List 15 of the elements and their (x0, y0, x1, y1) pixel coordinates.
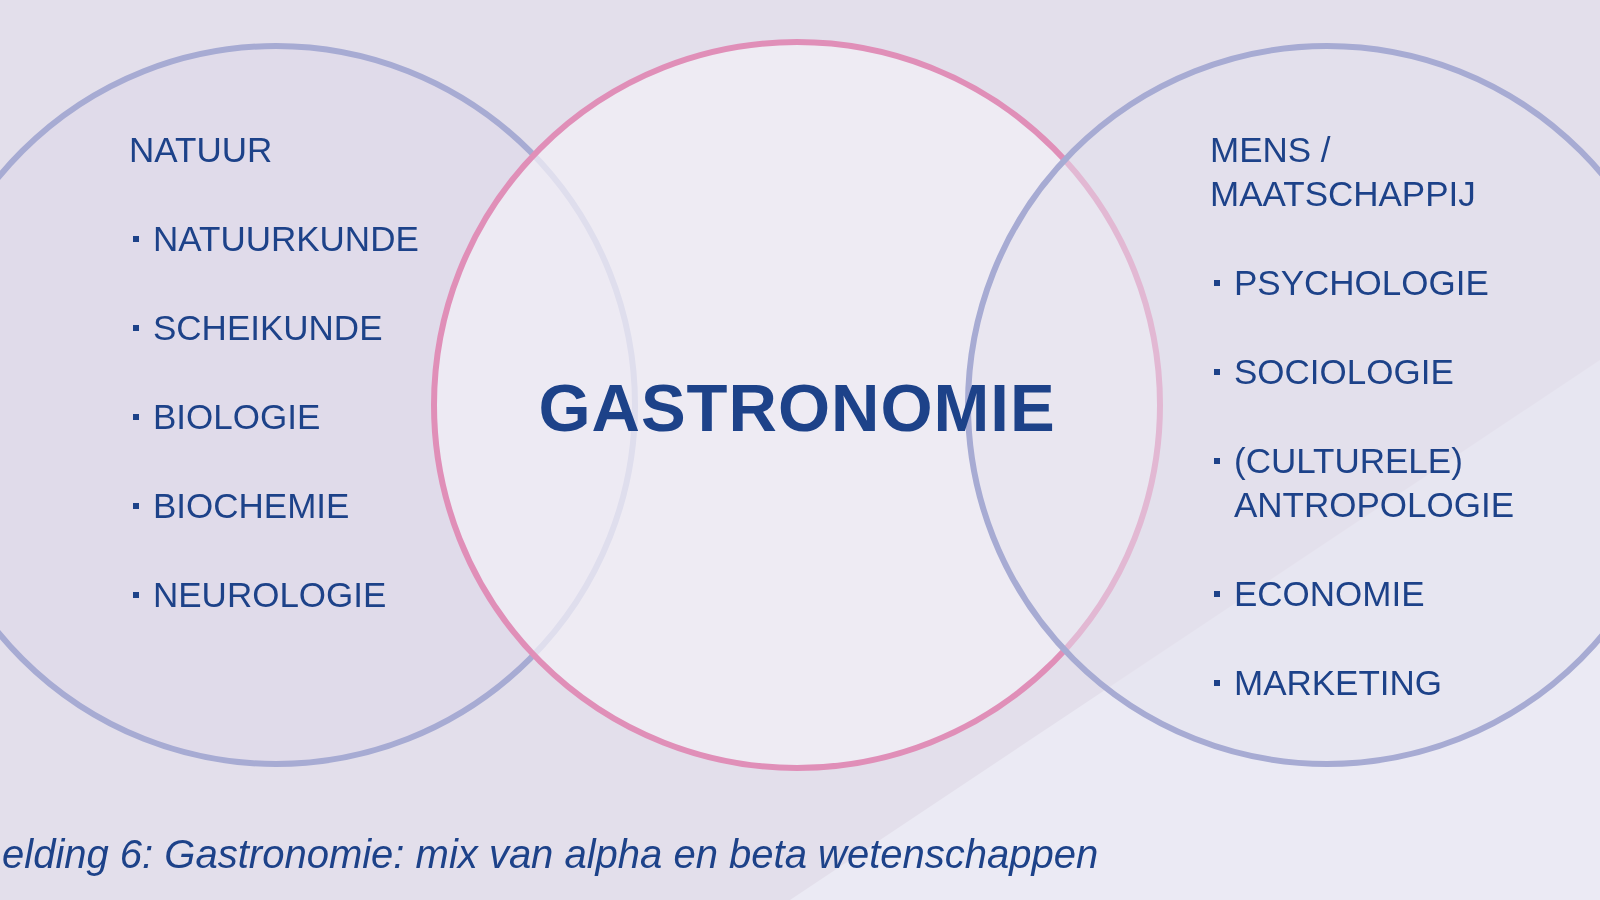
list-item: SOCIOLOGIE (1210, 350, 1520, 394)
list-item: MARKETING (1210, 661, 1520, 705)
center-title: GASTRONOMIE (538, 368, 1056, 446)
list-item: (CULTURELE) ANTROPOLOGIE (1210, 439, 1520, 527)
list-item: SCHEIKUNDE (129, 306, 459, 350)
category-heading: MENS / MAATSCHAPPIJ (1210, 129, 1477, 215)
list-item: ECONOMIE (1210, 572, 1520, 616)
list-item: PSYCHOLOGIE (1210, 261, 1520, 305)
venn-circle (431, 39, 1163, 771)
list-item: NATUURKUNDE (129, 217, 459, 261)
list-item: BIOLOGIE (129, 395, 459, 439)
list-item: NEUROLOGIE (129, 573, 459, 617)
figure-caption: elding 6: Gastronomie: mix van alpha en beta wetenschappen (2, 832, 1099, 877)
category-heading: NATUUR (129, 129, 274, 171)
list-item: BIOCHEMIE (129, 484, 459, 528)
